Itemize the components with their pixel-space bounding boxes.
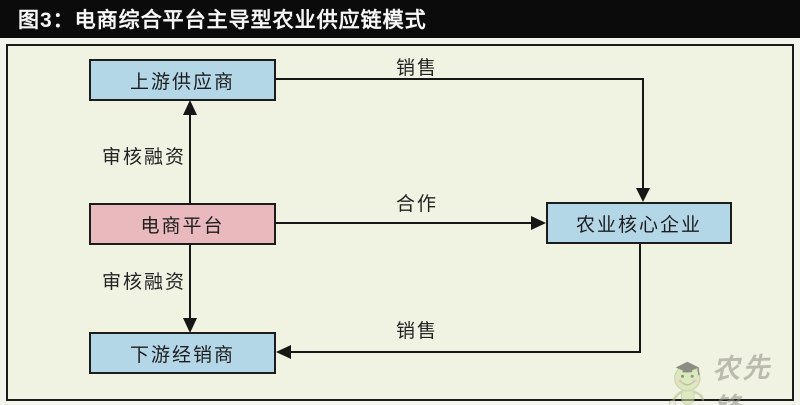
node-upstream-supplier-label: 上游供应商 bbox=[129, 71, 235, 93]
mascot-icon bbox=[668, 361, 705, 405]
brand-watermark: 农先锋 bbox=[666, 346, 800, 405]
node-agri-core-enterprise-label: 农业核心企业 bbox=[575, 214, 702, 236]
node-ecommerce-platform: 电商平台 bbox=[89, 203, 276, 245]
brand-watermark-text: 农先锋 bbox=[711, 352, 773, 405]
node-downstream-distributor-label: 下游经销商 bbox=[129, 344, 235, 366]
edge-label-sales-bottom: 销售 bbox=[396, 321, 439, 342]
figure-title: 图3：电商综合平台主导型农业供应链模式 bbox=[18, 9, 427, 32]
node-agri-core-enterprise: 农业核心企业 bbox=[546, 202, 732, 244]
figure-title-bar: 图3：电商综合平台主导型农业供应链模式 bbox=[0, 0, 800, 38]
node-upstream-supplier: 上游供应商 bbox=[89, 59, 276, 101]
edge-label-cooperation: 合作 bbox=[396, 194, 439, 215]
edge-label-sales-top: 销售 bbox=[396, 58, 439, 79]
node-ecommerce-platform-label: 电商平台 bbox=[140, 215, 225, 237]
edge-label-financing-up: 审核融资 bbox=[102, 147, 187, 168]
edge-label-financing-down: 审核融资 bbox=[102, 272, 187, 293]
node-downstream-distributor: 下游经销商 bbox=[89, 332, 276, 374]
